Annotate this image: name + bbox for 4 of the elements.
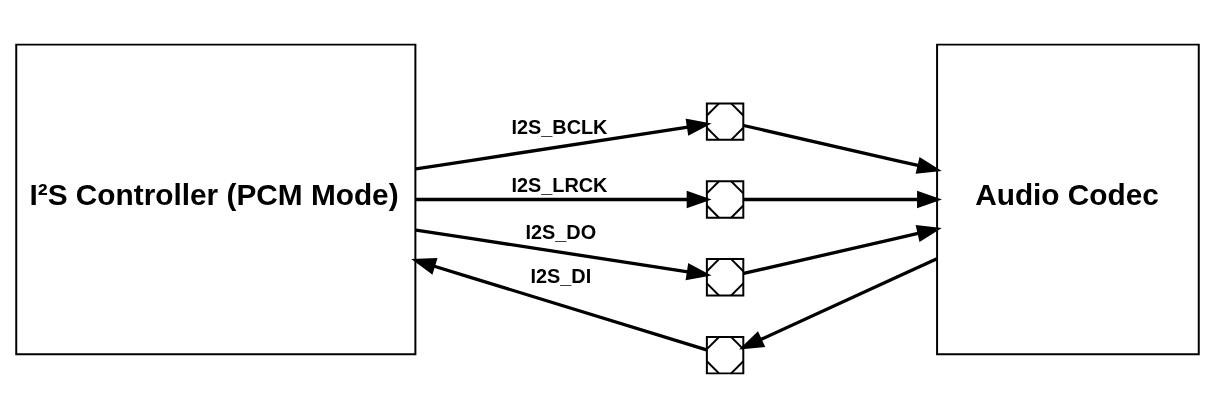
edge-label: I2S_LRCK <box>511 173 608 196</box>
edge-label: I2S_BCLK <box>511 115 608 138</box>
edge-label: I2S_DO <box>525 220 597 243</box>
edge-label: I2S_DI <box>530 264 592 287</box>
